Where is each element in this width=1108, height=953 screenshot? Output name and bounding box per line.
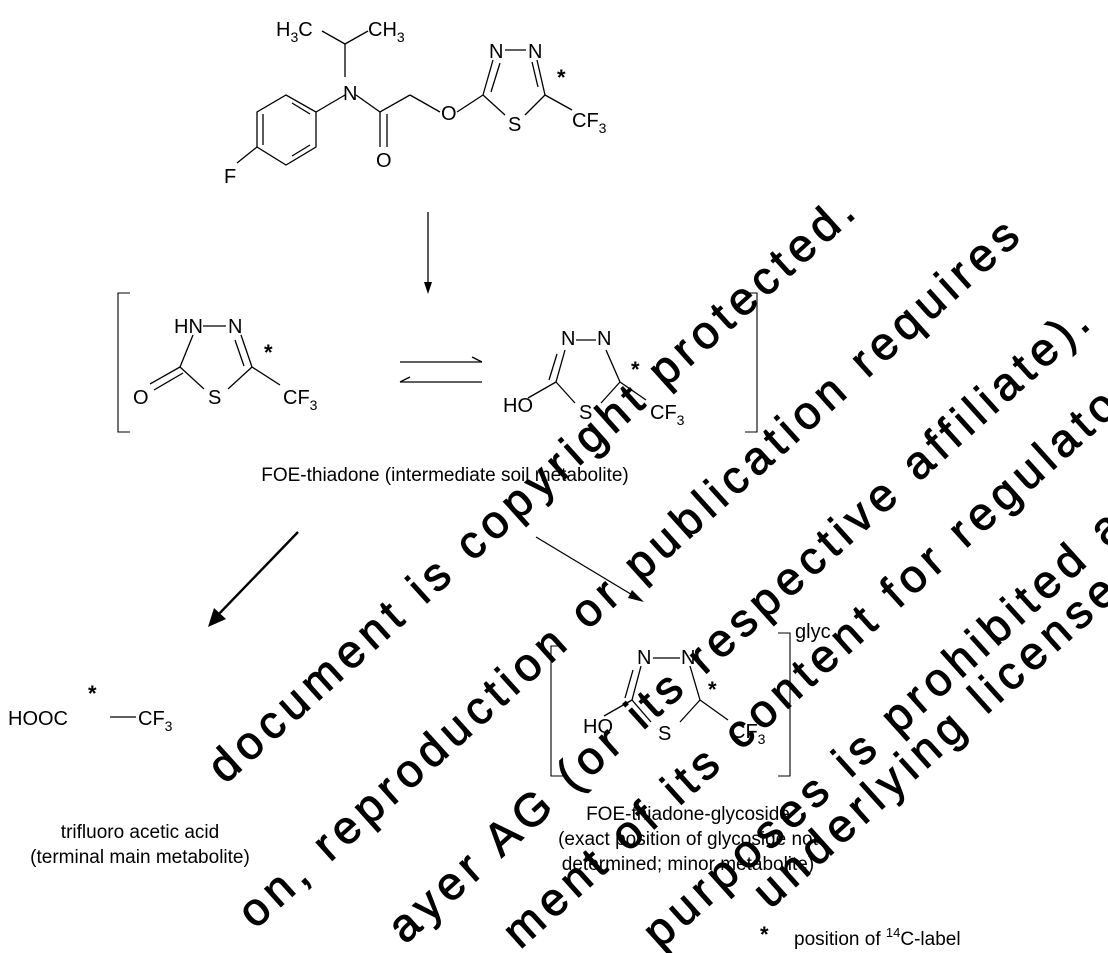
arrowhead-tfa [208, 608, 226, 627]
keto-cf3-label: CF3 [283, 387, 318, 413]
enol-s-label: S [579, 402, 592, 424]
ring-nitrogen-2: N [528, 41, 542, 63]
watermark: document is copyright protected. on, rep… [196, 180, 1108, 953]
enol-cf3-label: CF3 [650, 402, 685, 428]
tfa-cf3-label: CF3 [138, 708, 173, 734]
glycoside-caption-line-2: (exact position of glycoside not [558, 829, 819, 850]
reaction-arrow-to-glycoside [535, 536, 635, 597]
glyc-n1-label: N [637, 647, 651, 669]
glyc-n2-label: N [681, 647, 695, 669]
parent-compound: H3C CH3 N O O F N N S CF3 * [224, 19, 607, 188]
glycoside-structure: N N HO S CF3 * glyc FOE-thiadone-glycosi… [550, 621, 831, 875]
reaction-arrow-to-tfa [215, 531, 299, 618]
enol-n1-label: N [561, 328, 575, 350]
amide-nitrogen: N [343, 83, 357, 105]
thiadone-tautomers: HN N O S CF3 * N N HO S CF3 * FOE-thiado… [117, 292, 758, 486]
fluorine-label: F [224, 166, 236, 188]
keto-s-label: S [208, 387, 221, 409]
carbonyl-oxygen: O [376, 150, 392, 172]
ring-nitrogen-1: N [489, 41, 503, 63]
enol-ho-label: HO [503, 395, 533, 417]
glyc-ho-label: HO [583, 716, 613, 738]
glyc-label-marker: * [708, 677, 717, 702]
tfa-hooc-label: HOOC [8, 708, 68, 730]
ring-sulfur: S [508, 114, 521, 136]
glyc-s-label: S [658, 723, 671, 745]
glycoside-caption-line-3: determined; minor metabolite) [562, 854, 814, 875]
glyc-superscript: glyc [795, 621, 831, 643]
keto-label-marker: * [264, 340, 273, 365]
legend-text: position of 14C-label [794, 925, 961, 950]
cf3-label: CF3 [572, 110, 607, 136]
thiadone-caption: FOE-thiadone (intermediate soil metaboli… [261, 465, 629, 486]
legend-star: * [760, 922, 769, 947]
tfa-caption-line-2: (terminal main metabolite) [30, 847, 250, 868]
glyc-cf3-label: CF3 [731, 721, 766, 747]
arrowhead-1 [424, 282, 432, 294]
tfa-caption-line-1: trifluoro acetic acid [61, 822, 219, 843]
tfa-label-marker: * [88, 681, 97, 706]
ch3-label: CH3 [368, 19, 405, 45]
label-position-marker: * [557, 65, 566, 90]
keto-o-label: O [133, 387, 149, 409]
ether-oxygen: O [441, 103, 457, 125]
keto-hn-label: HN [174, 316, 203, 338]
enol-n2-label: N [597, 328, 611, 350]
glycoside-caption-line-1: FOE-thiadone-glycoside [586, 804, 790, 825]
h3c-label: H3C [276, 19, 313, 45]
enol-label-marker: * [631, 357, 640, 382]
legend: * position of 14C-label [760, 922, 961, 950]
arrowhead-glycoside [628, 590, 644, 602]
keto-n-label: N [228, 316, 242, 338]
tfa-structure: HOOC CF3 * trifluoro acetic acid (termin… [8, 681, 250, 868]
